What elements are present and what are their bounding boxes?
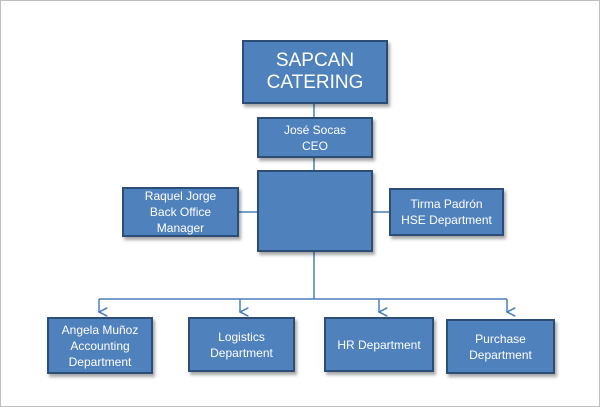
- hub-box: [257, 170, 373, 252]
- purchase-line1: Purchase: [475, 331, 526, 346]
- hse-role: HSE Department: [401, 213, 492, 227]
- back-office-box: Raquel Jorge Back Office Manager: [122, 187, 239, 237]
- company-name-line2: CATERING: [266, 72, 364, 93]
- back-office-role-line2: Manager: [156, 221, 205, 235]
- department-box-logistics: Logistics Department: [188, 317, 295, 372]
- ceo-name: José Socas: [283, 122, 347, 137]
- logistics-line2: Department: [210, 345, 273, 360]
- department-box-purchase: Purchase Department: [446, 319, 555, 374]
- back-office-name: Raquel Jorge: [144, 189, 217, 203]
- ceo-box: José Socas CEO: [257, 117, 373, 158]
- accounting-role-line1: Accounting: [70, 338, 130, 353]
- company-name-line1: SAPCAN: [275, 50, 355, 71]
- accounting-name: Angela Muñoz: [61, 322, 139, 337]
- company-box: SAPCAN CATERING: [242, 40, 388, 104]
- hse-name: Tirma Padrón: [410, 197, 483, 211]
- hr-label: HR Department: [337, 337, 421, 352]
- back-office-role-line1: Back Office: [149, 205, 212, 219]
- department-box-hr: HR Department: [324, 317, 434, 372]
- accounting-role-line2: Department: [68, 354, 132, 369]
- ceo-role: CEO: [301, 138, 328, 153]
- department-box-accounting: Angela Muñoz Accounting Department: [47, 317, 153, 374]
- purchase-line2: Department: [469, 347, 532, 362]
- hse-box: Tirma Padrón HSE Department: [389, 188, 504, 236]
- logistics-line1: Logistics: [218, 329, 265, 344]
